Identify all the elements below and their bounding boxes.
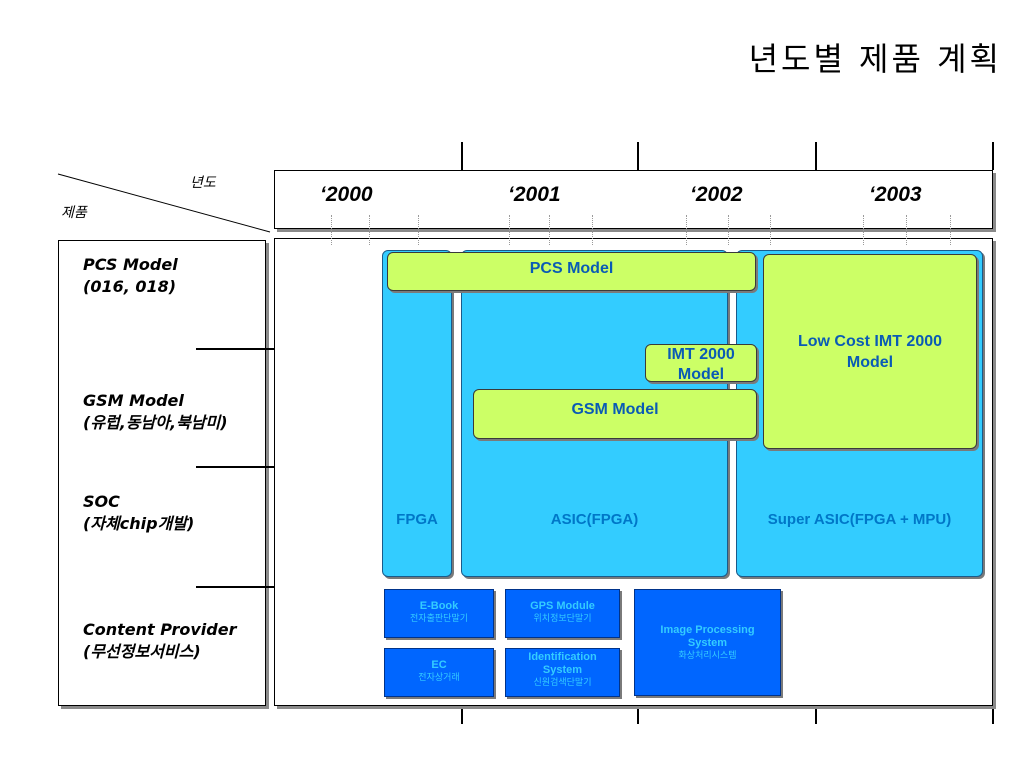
quarter-gridline xyxy=(418,215,419,245)
quarter-gridline xyxy=(950,215,951,245)
year-tick xyxy=(815,142,817,170)
product-imt2000-line1: IMT 2000 xyxy=(667,346,735,363)
product-lowcost-line1: Low Cost IMT 2000 xyxy=(797,333,943,350)
category-pcs: PCS Model (016, 018) xyxy=(83,254,178,298)
product-gsm-model: GSM Model xyxy=(473,389,757,439)
content-ebook-title: E-Book xyxy=(419,600,459,612)
content-image-processing: Image Processing System 화상처리시스템 xyxy=(634,589,781,696)
year-tick xyxy=(992,708,994,724)
year-tick xyxy=(815,708,817,724)
category-content: Content Provider (무선정보서비스) xyxy=(83,619,236,663)
quarter-gridline xyxy=(331,215,332,245)
quarter-gridline xyxy=(906,215,907,245)
category-content-detail: (무선정보서비스) xyxy=(83,642,201,661)
platform-fpga xyxy=(382,250,452,577)
content-ident-sub: 신원검색단말기 xyxy=(533,677,592,687)
content-ident-title2: System xyxy=(542,664,583,676)
year-2000: ‘2000 xyxy=(320,183,373,206)
content-ebook-sub: 전자출판단말기 xyxy=(410,613,468,623)
content-ec-sub: 전자상거래 xyxy=(418,672,460,682)
quarter-gridline xyxy=(509,215,510,245)
year-axis-label: 년도 xyxy=(190,175,216,191)
platform-fpga-label: FPGA xyxy=(396,511,438,528)
category-pcs-name: PCS Model xyxy=(83,255,178,274)
year-2002: ‘2002 xyxy=(690,183,743,206)
content-image-sub: 화상처리시스템 xyxy=(678,650,737,660)
corner-diagonal-line xyxy=(57,173,271,233)
year-tick xyxy=(461,708,463,724)
category-gsm-detail: (유럽,동남아,북남미) xyxy=(83,413,228,432)
year-2003: ‘2003 xyxy=(869,183,922,206)
quarter-gridline xyxy=(728,215,729,245)
product-lowcost-imt2000: Low Cost IMT 2000 Model xyxy=(763,254,977,449)
content-identification: Identification System 신원검색단말기 xyxy=(505,648,620,697)
product-pcs-model: PCS Model xyxy=(387,252,756,291)
product-pcs-model-label: PCS Model xyxy=(529,260,614,277)
category-soc-detail: (자체chip개발) xyxy=(83,514,195,533)
content-ebook: E-Book 전자출판단말기 xyxy=(384,589,494,638)
year-tick xyxy=(637,142,639,170)
content-ec: EC 전자상거래 xyxy=(384,648,494,697)
quarter-gridline xyxy=(369,215,370,245)
quarter-gridline xyxy=(863,215,864,245)
quarter-gridline xyxy=(592,215,593,245)
content-ident-title1: Identification xyxy=(528,651,597,663)
content-ec-title: EC xyxy=(431,659,447,671)
row-separator xyxy=(196,586,274,588)
product-axis-label: 제품 xyxy=(61,205,87,221)
content-gps-title: GPS Module xyxy=(530,600,595,612)
category-gsm-name: GSM Model xyxy=(83,391,184,410)
category-soc: SOC (자체chip개발) xyxy=(83,491,194,535)
quarter-gridline xyxy=(770,215,771,245)
platform-super-asic-label: Super ASIC(FPGA + MPU) xyxy=(767,511,952,528)
category-soc-name: SOC xyxy=(83,492,120,511)
product-imt2000-model: IMT 2000 Model xyxy=(645,344,757,382)
product-imt2000-line2: Model xyxy=(677,366,725,382)
category-content-name: Content Provider xyxy=(83,620,237,639)
quarter-gridline xyxy=(686,215,687,245)
content-gps-module: GPS Module 위치정보단말기 xyxy=(505,589,620,638)
content-image-title2: System xyxy=(687,637,728,649)
year-tick xyxy=(992,142,994,170)
row-separator xyxy=(196,348,274,350)
year-header-box xyxy=(274,170,993,229)
year-tick xyxy=(461,142,463,170)
product-gsm-model-label: GSM Model xyxy=(571,401,659,418)
quarter-gridline xyxy=(549,215,550,245)
category-gsm: GSM Model (유럽,동남아,북남미) xyxy=(83,390,228,434)
content-gps-sub: 위치정보단말기 xyxy=(533,613,592,623)
category-pcs-detail: (016, 018) xyxy=(83,277,177,296)
product-lowcost-line2: Model xyxy=(846,354,894,371)
category-column-box xyxy=(58,240,266,706)
year-tick xyxy=(637,708,639,724)
platform-asic-label: ASIC(FPGA) xyxy=(550,511,639,528)
content-image-title1: Image Processing xyxy=(660,624,755,636)
year-2001: ‘2001 xyxy=(508,183,561,206)
row-separator xyxy=(196,466,274,468)
page-title: 년도별 제품 계획 xyxy=(748,40,1002,78)
